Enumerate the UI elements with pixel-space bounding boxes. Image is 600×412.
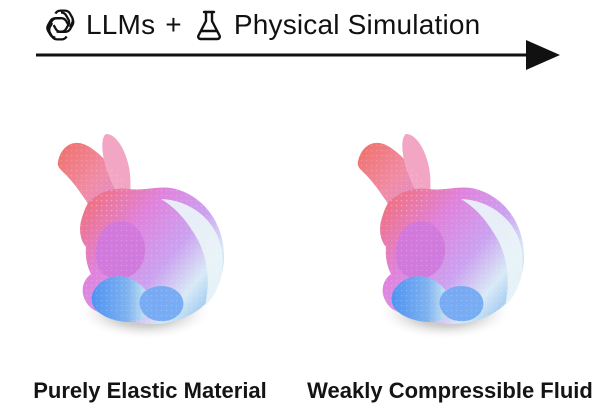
panel-elastic-material: Purely Elastic Material xyxy=(0,104,300,412)
physical-simulation-label: Physical Simulation xyxy=(233,9,481,40)
progression-arrow xyxy=(36,38,560,72)
flask-icon xyxy=(192,8,226,42)
bunny-render-fluid xyxy=(340,114,560,364)
plus-label: + xyxy=(165,9,182,40)
caption-compressible-fluid: Weakly Compressible Fluid xyxy=(307,378,593,403)
openai-logo-icon xyxy=(44,8,78,42)
title-row: LLMs + Physical Simulation xyxy=(44,6,564,44)
llms-label: LLMs xyxy=(86,9,156,40)
caption-elastic-material: Purely Elastic Material xyxy=(33,378,267,403)
title-banner: LLMs + Physical Simulation xyxy=(0,0,600,88)
bunny-render-elastic xyxy=(40,114,260,364)
panel-compressible-fluid: Weakly Compressible Fluid xyxy=(300,104,600,412)
